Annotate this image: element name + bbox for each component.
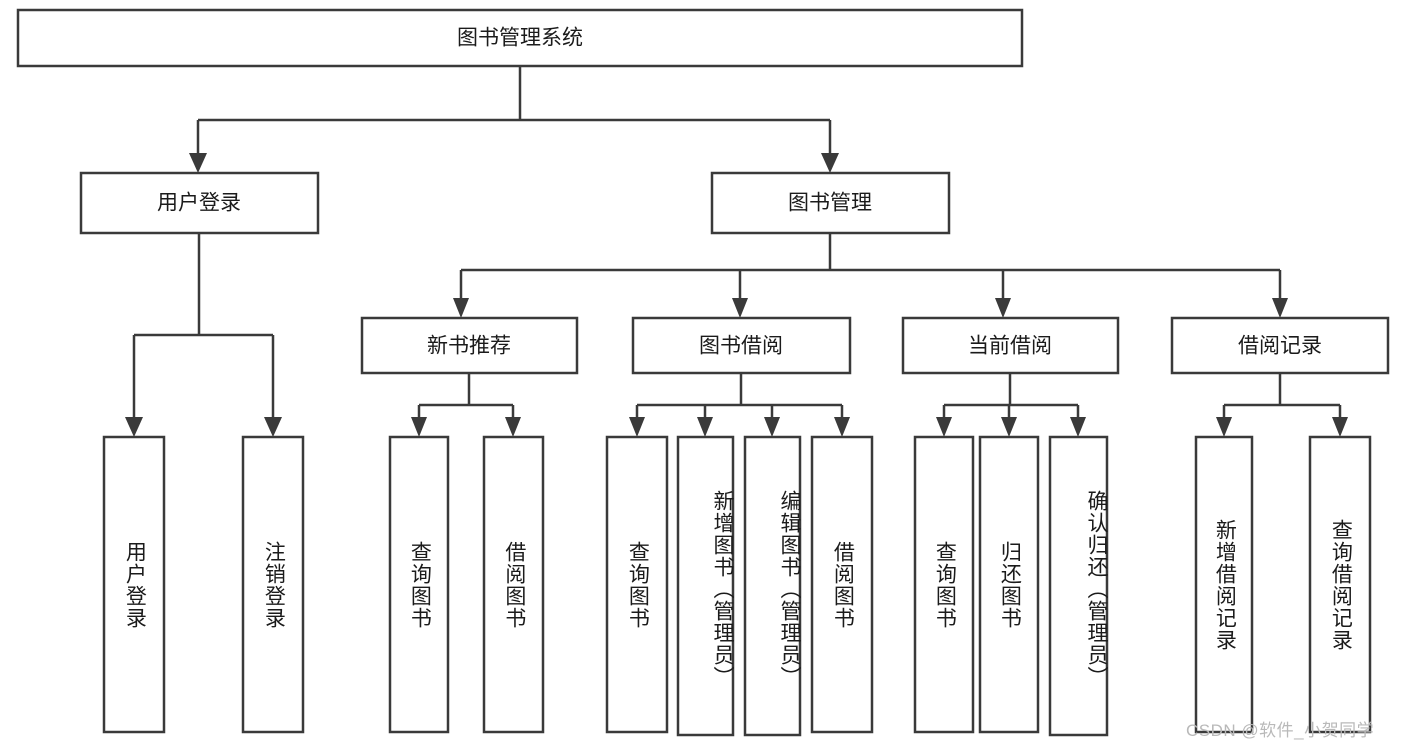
connector-bookmgmt-to-level2 bbox=[453, 233, 1288, 318]
node-box[interactable] bbox=[631, 316, 852, 375]
node-label: 新书推荐 bbox=[427, 335, 511, 358]
node-current-borrow[interactable]: 当前借阅 bbox=[901, 316, 1120, 375]
arrow-head-icon bbox=[732, 298, 748, 318]
node-new-book-recommend[interactable]: 新书推荐 bbox=[360, 316, 579, 375]
arrow-head-icon bbox=[1272, 298, 1288, 318]
node-box-leaf-add-book-admin[interactable] bbox=[676, 435, 735, 737]
arrow-head-icon bbox=[834, 417, 850, 437]
arrow-head-icon bbox=[629, 417, 645, 437]
node-box-leaf-query-book-2[interactable] bbox=[605, 435, 669, 734]
node-root-book-management-system[interactable]: 图书管理系统 bbox=[16, 8, 1024, 68]
node-box-leaf-logout[interactable] bbox=[241, 435, 305, 734]
node-box[interactable] bbox=[16, 8, 1024, 68]
arrow-head-icon bbox=[697, 417, 713, 437]
node-book-borrow[interactable]: 图书借阅 bbox=[631, 316, 852, 375]
node-label: 用户登录 bbox=[157, 192, 241, 215]
node-box[interactable] bbox=[1170, 316, 1390, 375]
node-user-login[interactable]: 用户登录 bbox=[79, 171, 320, 235]
node-box-leaf-user-login[interactable] bbox=[102, 435, 166, 734]
connector-borrow-to-leaves bbox=[629, 373, 850, 437]
node-label: 借阅记录 bbox=[1238, 335, 1322, 358]
arrow-head-icon bbox=[264, 417, 282, 437]
node-box-leaf-query-book-3[interactable] bbox=[913, 435, 975, 734]
connector-root-to-level1 bbox=[189, 66, 839, 173]
node-box[interactable] bbox=[710, 171, 951, 235]
node-box[interactable] bbox=[360, 316, 579, 375]
node-box[interactable] bbox=[79, 171, 320, 235]
node-box-leaf-edit-book-admin[interactable] bbox=[743, 435, 802, 737]
arrow-head-icon bbox=[505, 417, 521, 437]
node-box-leaf-query-record[interactable] bbox=[1308, 435, 1372, 734]
node-label: 图书管理 bbox=[788, 192, 872, 215]
connector-record-to-leaves bbox=[1216, 373, 1348, 437]
arrow-head-icon bbox=[995, 298, 1011, 318]
connector-current-to-leaves bbox=[936, 373, 1086, 437]
arrow-head-icon bbox=[453, 298, 469, 318]
arrow-head-icon bbox=[1332, 417, 1348, 437]
connector-userlogin-to-leaves bbox=[125, 233, 282, 437]
watermark-text: CSDN @软件_小贺同学 bbox=[1186, 721, 1375, 740]
node-box-leaf-return-book[interactable] bbox=[978, 435, 1040, 734]
node-box-leaf-confirm-return-admin[interactable] bbox=[1048, 435, 1109, 737]
node-label: 图书管理系统 bbox=[457, 27, 583, 50]
arrow-head-icon bbox=[411, 417, 427, 437]
node-box-leaf-add-record[interactable] bbox=[1194, 435, 1254, 734]
node-label: 当前借阅 bbox=[968, 335, 1052, 358]
arrow-head-icon bbox=[1216, 417, 1232, 437]
arrow-head-icon bbox=[764, 417, 780, 437]
node-label: 图书借阅 bbox=[699, 335, 783, 358]
node-box[interactable] bbox=[901, 316, 1120, 375]
arrow-head-icon bbox=[821, 153, 839, 173]
node-box-leaf-borrow-book-2[interactable] bbox=[810, 435, 874, 734]
arrow-head-icon bbox=[125, 417, 143, 437]
arrow-head-icon bbox=[936, 417, 952, 437]
arrow-head-icon bbox=[1001, 417, 1017, 437]
node-borrow-record[interactable]: 借阅记录 bbox=[1170, 316, 1390, 375]
node-book-management[interactable]: 图书管理 bbox=[710, 171, 951, 235]
arrow-head-icon bbox=[1070, 417, 1086, 437]
node-box-leaf-borrow-book-1[interactable] bbox=[482, 435, 545, 734]
connector-newbook-to-leaves bbox=[411, 373, 521, 437]
node-box-leaf-query-book-1[interactable] bbox=[388, 435, 450, 734]
arrow-head-icon bbox=[189, 153, 207, 173]
